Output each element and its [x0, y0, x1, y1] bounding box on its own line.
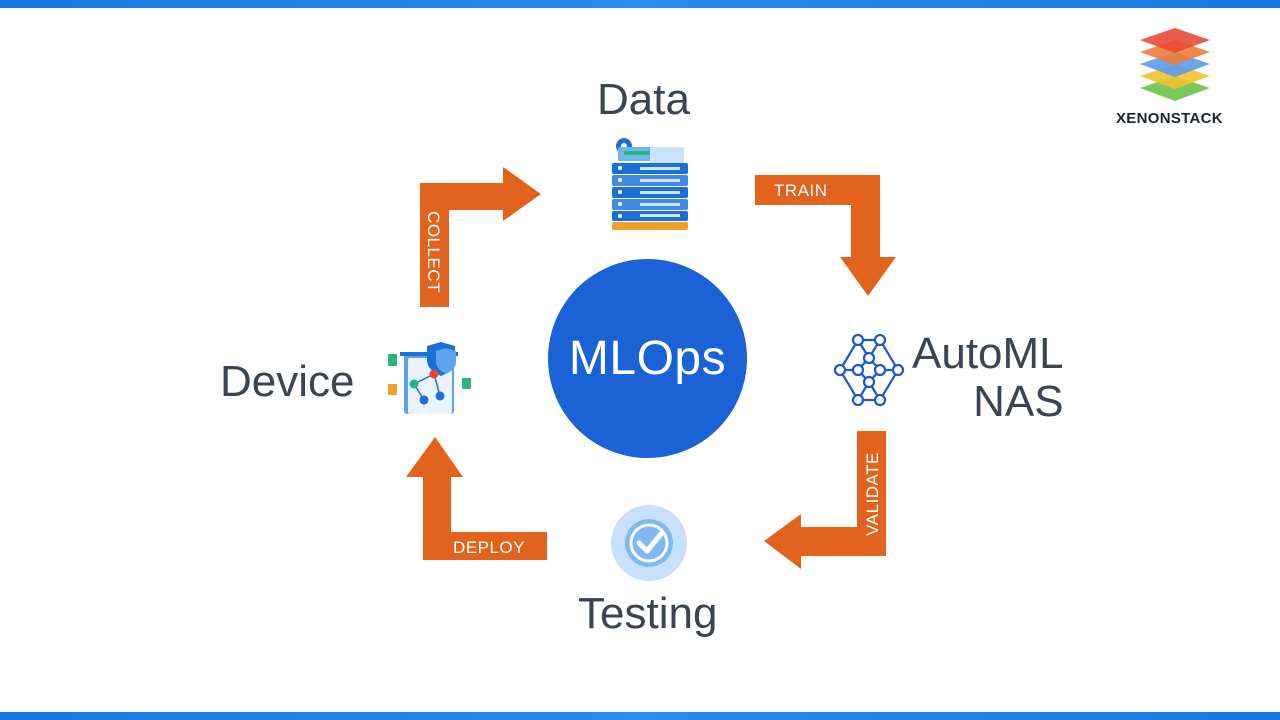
bottom-accent-bar [0, 712, 1280, 720]
collect-arrow [420, 167, 541, 307]
data-node-label: Data [597, 75, 690, 124]
deploy-arrow [406, 437, 547, 560]
automl-node-label: AutoML NAS [912, 330, 1064, 426]
testing-node-label: Testing [578, 589, 718, 638]
validate-arrow [764, 431, 886, 569]
train-label: TRAIN [774, 181, 828, 200]
automl-line-2: NAS [973, 377, 1064, 426]
deploy-label: DEPLOY [453, 538, 525, 557]
mlops-hub: MLOps [548, 259, 747, 458]
hub-label: MLOps [568, 332, 727, 385]
top-accent-bar [0, 0, 1280, 8]
brand-name: XENONSTACK [1116, 110, 1223, 127]
automl-line-1: AutoML [912, 329, 1064, 378]
train-arrow [755, 175, 896, 296]
device-node-label: Device [220, 357, 355, 406]
